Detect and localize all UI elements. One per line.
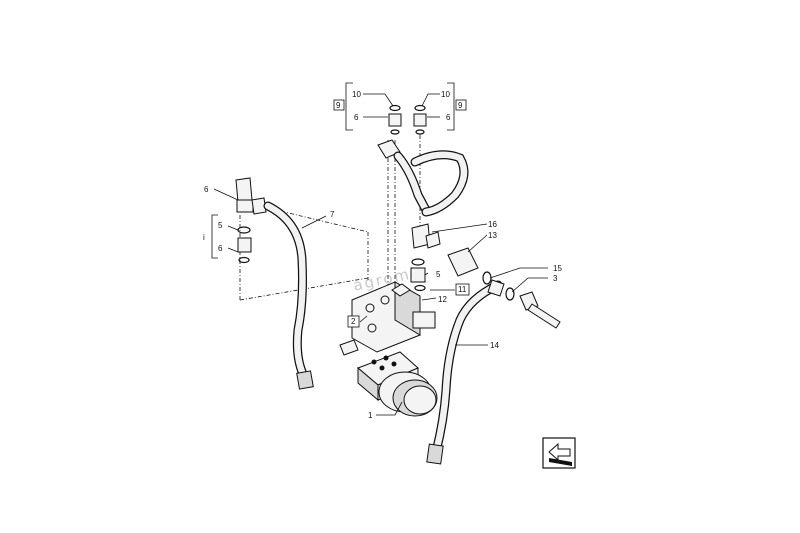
top-left-bracket: 9 (333, 82, 353, 131)
callout-14: 14 (490, 341, 499, 350)
top-right-bracket: 9 (447, 82, 467, 131)
callout-16: 16 (488, 220, 497, 229)
callout-10-left: 10 (352, 90, 361, 99)
left-fittings (235, 177, 267, 264)
valve-fittings (410, 223, 479, 292)
callout-1: 1 (368, 411, 373, 420)
callout-box-11: 11 (455, 283, 470, 296)
callout-15: 15 (553, 264, 562, 273)
left-bracket (211, 214, 218, 259)
fitting-2 (339, 339, 359, 356)
callout-9-left: 9 (336, 101, 341, 110)
control-valve-block (351, 281, 436, 353)
callout-10-right: 10 (441, 90, 450, 99)
right-fittings (482, 271, 561, 329)
callout-6-left-top: 6 (204, 185, 209, 194)
callout-labels: 10 10 6 6 6 7 5 i 6 16 13 5 15 3 12 14 1 (203, 90, 562, 420)
callout-2: 2 (351, 317, 356, 326)
callout-i-left: i (203, 233, 205, 242)
callout-5-left: 5 (218, 221, 223, 230)
leader-lines (213, 93, 548, 416)
top-pipe-assembly (377, 139, 469, 217)
callout-6-left-bottom: 6 (218, 244, 223, 253)
hose-14 (426, 280, 503, 465)
callout-6-top-left: 6 (354, 113, 359, 122)
callout-12: 12 (438, 295, 447, 304)
callout-box-2: 2 (347, 315, 360, 328)
arrow-return-icon[interactable] (542, 437, 576, 469)
steering-unit (357, 351, 438, 417)
callout-7: 7 (330, 210, 335, 219)
callout-13: 13 (488, 231, 497, 240)
callout-5-mid: 5 (436, 270, 441, 279)
callout-11: 11 (458, 285, 467, 294)
callout-9-right: 9 (458, 101, 463, 110)
hose-7 (263, 201, 314, 390)
callout-6-top-right: 6 (446, 113, 451, 122)
top-fittings (388, 104, 427, 135)
callout-3: 3 (553, 274, 558, 283)
